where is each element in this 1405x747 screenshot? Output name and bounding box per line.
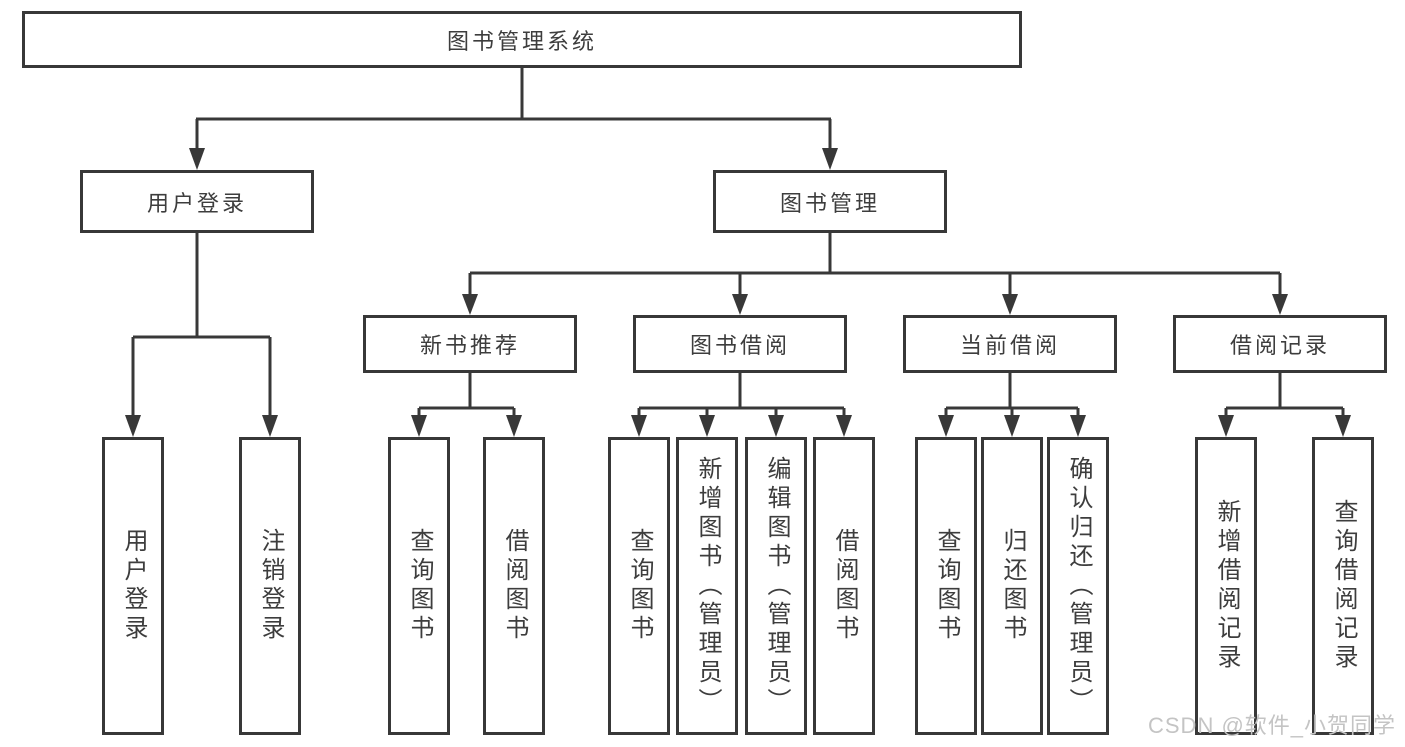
arrowhead-down-icon (462, 294, 478, 315)
leaf-borrow-query-books: 查询图书 (608, 437, 670, 735)
arrowhead-down-icon (699, 415, 715, 437)
arrowhead-down-icon (836, 415, 852, 437)
node-root-system: 图书管理系统 (22, 11, 1022, 68)
arrowhead-down-icon (1004, 415, 1020, 437)
leaf-record-query-borrow-record: 查询借阅记录 (1312, 437, 1374, 735)
arrowhead-down-icon (262, 415, 278, 437)
connector-book-management-to-level3 (468, 233, 1282, 296)
arrowhead-down-icon (938, 415, 954, 437)
arrowhead-down-icon (506, 415, 522, 437)
arrowhead-down-icon (189, 148, 205, 170)
connector-book-borrow-to-leaves (637, 373, 846, 417)
node-current-borrow: 当前借阅 (903, 315, 1117, 373)
arrowhead-down-icon (768, 415, 784, 437)
leaf-borrow-add-books-admin: 新增图书（管理员） (676, 437, 738, 735)
leaf-newbook-borrow-books: 借阅图书 (483, 437, 545, 735)
node-book-borrow: 图书借阅 (633, 315, 847, 373)
connector-borrow-record-to-leaves (1224, 373, 1345, 417)
arrowhead-down-icon (631, 415, 647, 437)
leaf-record-add-borrow-record: 新增借阅记录 (1195, 437, 1257, 735)
connector-new-book-to-leaves (417, 373, 516, 417)
node-book-management: 图书管理 (713, 170, 947, 233)
leaf-user-login: 用户登录 (102, 437, 164, 735)
node-borrow-record: 借阅记录 (1173, 315, 1387, 373)
connector-root-to-level2 (195, 68, 832, 150)
arrowhead-down-icon (125, 415, 141, 437)
arrowhead-down-icon (1218, 415, 1234, 437)
node-user-login: 用户登录 (80, 170, 314, 233)
arrowhead-down-icon (1002, 294, 1018, 315)
arrowhead-down-icon (732, 294, 748, 315)
leaf-borrow-edit-books-admin: 编辑图书（管理员） (745, 437, 807, 735)
arrowhead-down-icon (411, 415, 427, 437)
node-new-book-recommend: 新书推荐 (363, 315, 577, 373)
connector-user-login-to-leaves (131, 233, 272, 416)
leaf-current-return-books: 归还图书 (981, 437, 1043, 735)
leaf-logout-login: 注销登录 (239, 437, 301, 735)
arrowhead-down-icon (1335, 415, 1351, 437)
csdn-watermark: CSDN @软件_小贺同学 (1148, 713, 1397, 738)
connector-current-borrow-to-leaves (944, 373, 1080, 417)
leaf-current-confirm-return-admin: 确认归还（管理员） (1047, 437, 1109, 735)
leaf-newbook-query-books: 查询图书 (388, 437, 450, 735)
leaf-current-query-books: 查询图书 (915, 437, 977, 735)
arrowhead-down-icon (822, 148, 838, 170)
arrowhead-down-icon (1070, 415, 1086, 437)
leaf-borrow-borrow-books: 借阅图书 (813, 437, 875, 735)
arrowhead-down-icon (1272, 294, 1288, 315)
